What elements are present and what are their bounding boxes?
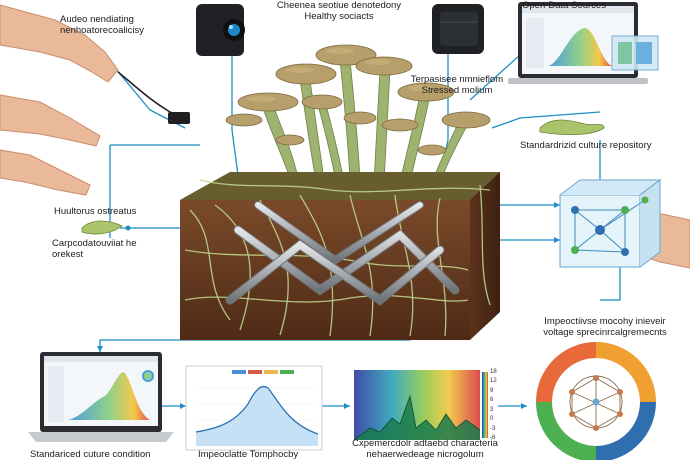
network-lattice-icon	[559, 179, 662, 268]
camera-sensor-icon	[432, 4, 484, 54]
spectrum-tick-label: 18	[490, 369, 497, 375]
spectrum-scale: 18 12 9 6 3 0 -3 -6	[490, 369, 510, 441]
spectrum-tick-label: 12	[490, 378, 497, 385]
label-top-left: Audeo nendiating nenhoatorecoalicisy	[60, 14, 144, 36]
spectrogram-panel	[353, 370, 488, 441]
laptop-top-right	[508, 2, 659, 84]
impedance-chart-panel	[185, 365, 323, 451]
label-bottom-center: Cxpemercdolr adtaebd characteria nehaerw…	[352, 438, 498, 460]
label-bottom-center-left: Impeoclatte Tomphocby	[198, 449, 299, 460]
laptop-bottom-left	[28, 352, 174, 442]
label-right-middle: Terpasisee nmnieflom Stressed molium	[410, 74, 504, 96]
spectrum-tick-label: 6	[490, 397, 494, 404]
spectrum-tick-label: 3	[490, 406, 494, 413]
connector-laptop	[469, 54, 521, 101]
connector-right-lower	[600, 262, 621, 301]
label-left-condition: Carpcodatouviiat he orekest	[52, 238, 137, 260]
cable-top-left	[117, 71, 191, 124]
spectrum-tick-label: -3	[490, 425, 496, 432]
mushroom-cluster	[225, 44, 491, 183]
camera-sensor-icon	[196, 4, 245, 56]
spectrum-tick-label: 9	[490, 387, 494, 394]
hand-top-left	[0, 4, 119, 83]
label-pleurotus: Huultorus ostreatus	[54, 206, 137, 217]
ring-donut-icon	[536, 342, 656, 460]
label-bottom-left: Standariced cuture condition	[30, 449, 151, 460]
connector-culture	[491, 111, 601, 129]
label-culture-repository: Standardrizid culture repository	[520, 140, 652, 151]
label-top-center: Cheenea seotiue denotedony Healthy socia…	[276, 0, 402, 22]
label-top-right: Open-Data Sources	[522, 0, 606, 11]
spectrum-tick-label: 0	[490, 416, 494, 423]
oyster-sample-icon	[81, 220, 131, 235]
label-voltage: Impeoctiivse mocohy inieveir voltage spr…	[543, 316, 667, 338]
soil-block	[180, 172, 500, 340]
pipe-lattice	[225, 201, 460, 306]
hand-mid-left	[0, 94, 101, 147]
culture-sample-icon	[539, 119, 605, 136]
spectrum-tick-label: -6	[490, 435, 496, 441]
connector-sensor-left	[231, 45, 239, 176]
hand-low-left	[0, 149, 91, 196]
